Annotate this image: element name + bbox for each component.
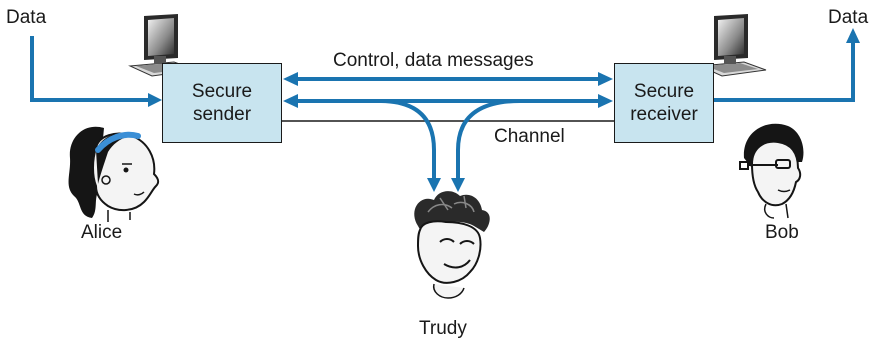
computer-icon	[698, 14, 767, 77]
data-out-arrowhead	[846, 28, 860, 43]
alice-figure	[68, 126, 160, 222]
message-arrowhead-left-2	[283, 94, 298, 108]
receiver-line2: receiver	[630, 104, 698, 125]
alice-label: Alice	[81, 222, 123, 243]
secure-sender-box: Secure sender	[162, 63, 282, 143]
trudy-tap-right-arrowhead	[451, 178, 465, 192]
bob-figure	[739, 123, 804, 219]
trudy-label: Trudy	[419, 318, 467, 339]
data-right-label: Data	[828, 7, 869, 28]
data-in-arrow	[30, 36, 150, 102]
sender-line2: sender	[192, 104, 252, 125]
sender-line1: Secure	[191, 81, 253, 102]
message-arrowhead-right-2	[598, 94, 613, 108]
trudy-figure	[414, 191, 490, 299]
data-left-label: Data	[6, 7, 47, 28]
message-arrowhead-left	[283, 72, 298, 86]
channel-label: Channel	[494, 126, 565, 147]
trudy-tap-left-arrowhead	[427, 178, 441, 192]
data-in-arrowhead	[148, 93, 162, 107]
messages-label: Control, data messages	[333, 50, 534, 71]
trudy-tap-right	[456, 99, 521, 180]
trudy-tap-left	[379, 99, 436, 180]
data-out-arrow	[714, 42, 855, 102]
secure-receiver-box: Secure receiver	[614, 63, 714, 143]
bob-label: Bob	[765, 222, 799, 243]
receiver-line1: Secure	[633, 81, 695, 102]
message-arrowhead-right	[598, 72, 613, 86]
